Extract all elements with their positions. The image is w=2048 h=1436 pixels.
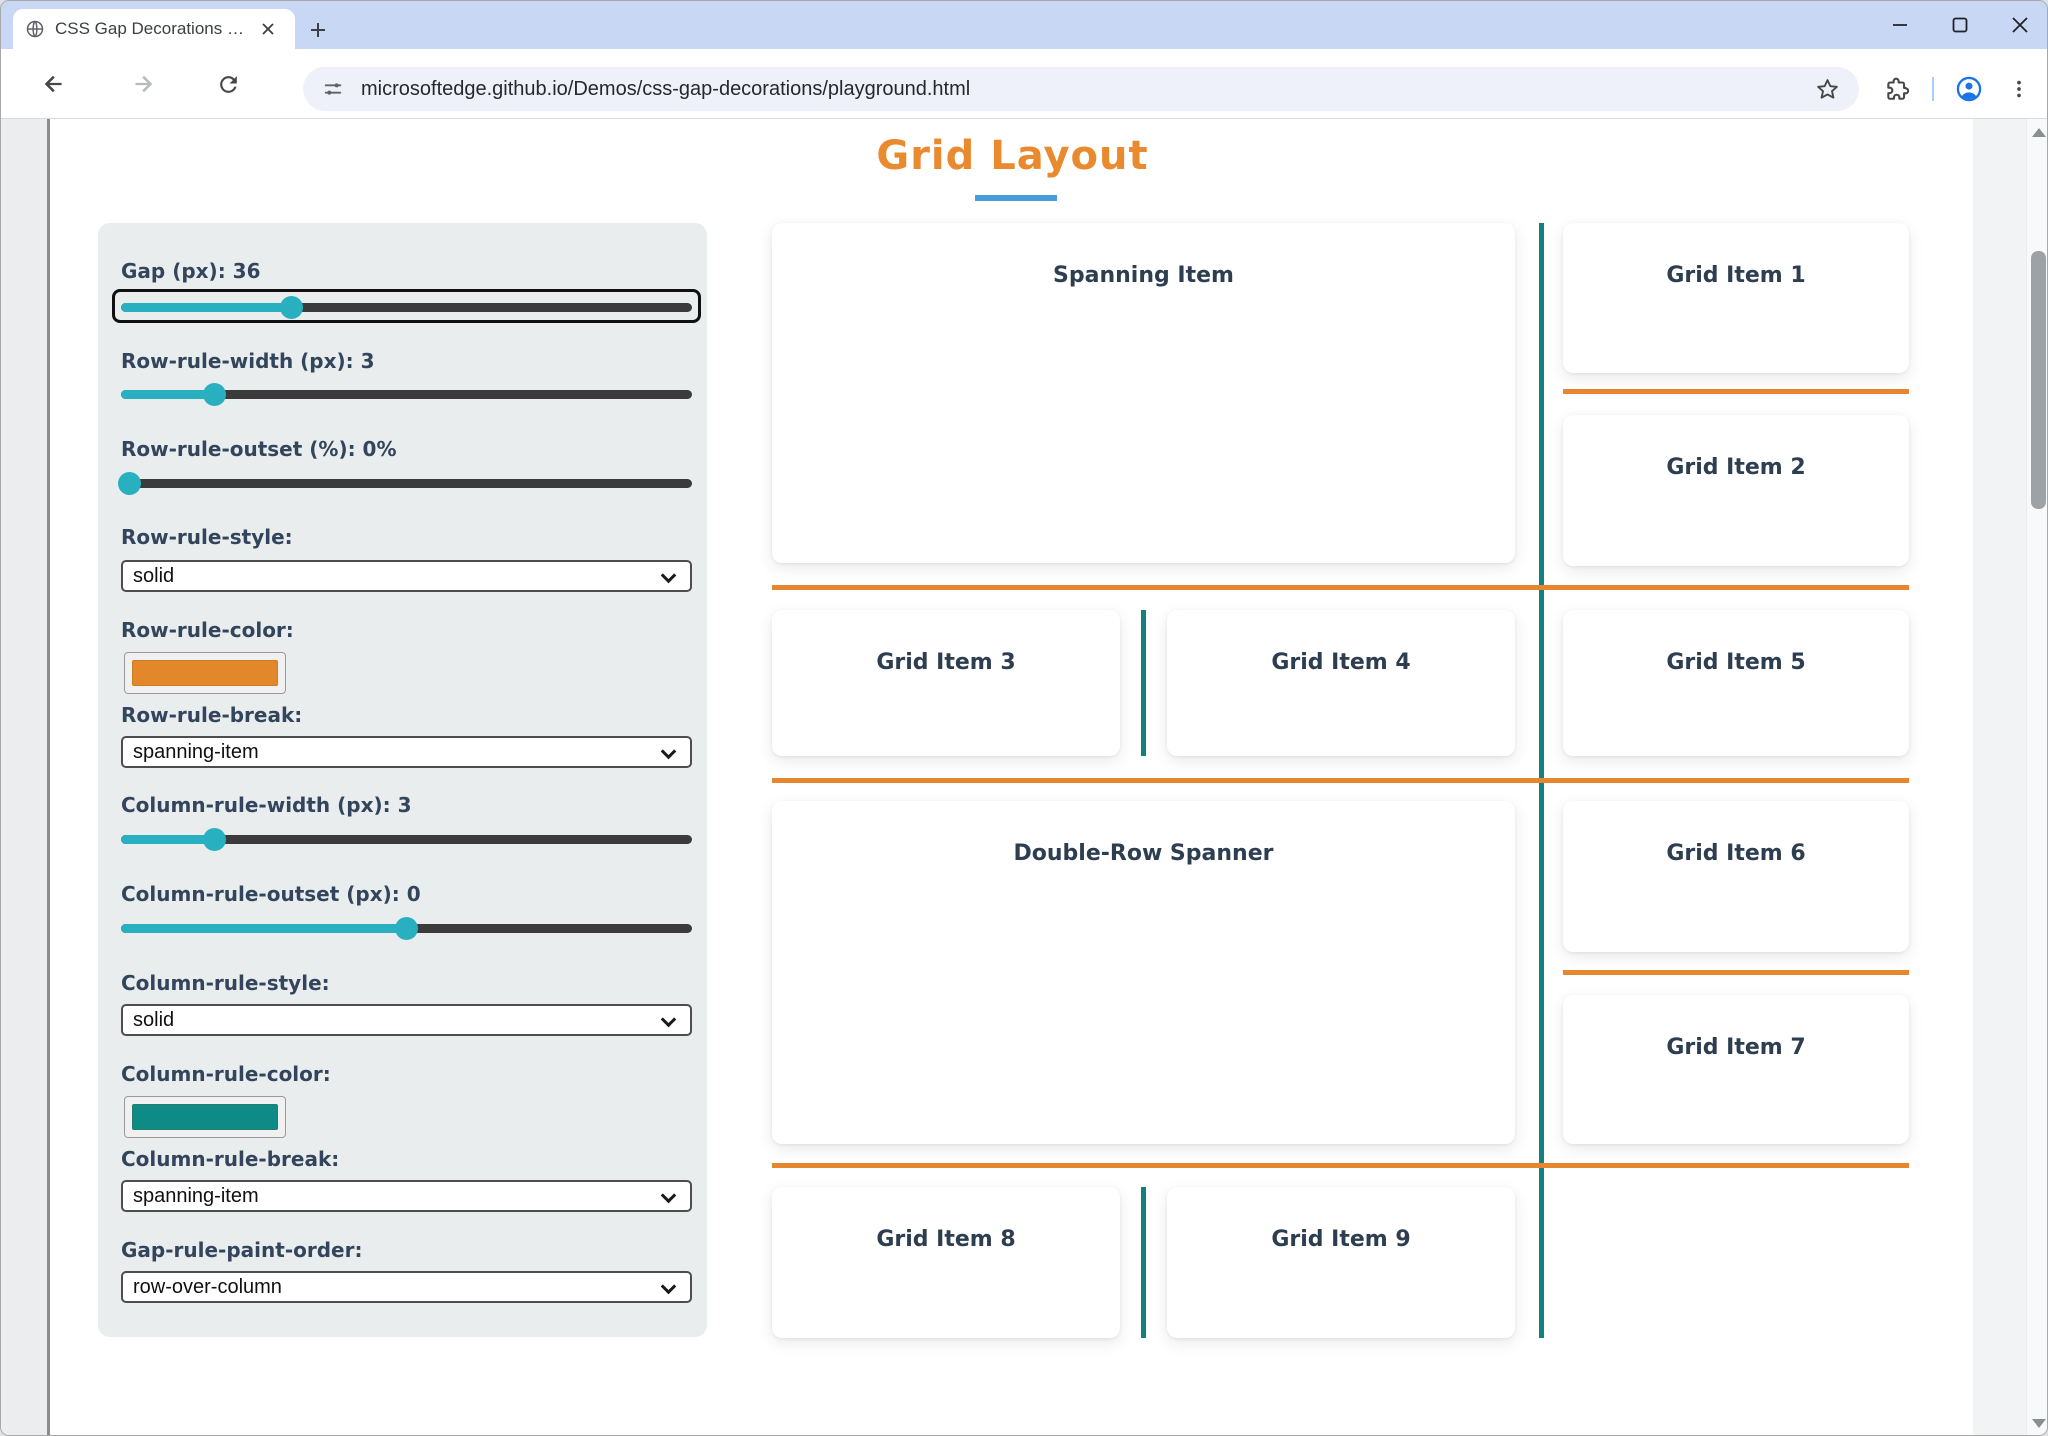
toolbar-separator [1932, 77, 1934, 101]
row-rule-color-label: Row-rule-color: [121, 618, 294, 642]
grid-card-item-5: Grid Item 5 [1563, 610, 1909, 756]
row-rule-color-swatch[interactable] [124, 652, 286, 694]
chevron-down-icon [660, 1011, 677, 1028]
address-bar[interactable]: microsoftedge.github.io/Demos/css-gap-de… [303, 67, 1859, 111]
column-rule-color-label: Column-rule-color: [121, 1062, 331, 1086]
window-minimize-button[interactable] [1885, 10, 1915, 40]
grid-card-spanning-item: Spanning Item [772, 223, 1515, 563]
grid-card-item-6: Grid Item 6 [1563, 801, 1909, 952]
row-rule-break-select[interactable]: spanning-item [121, 736, 692, 768]
bookmark-star-icon[interactable] [1809, 71, 1845, 107]
column-rule-outset-slider-thumb[interactable] [394, 917, 418, 940]
row-rule-style-label: Row-rule-style: [121, 525, 293, 549]
forward-button[interactable] [123, 64, 163, 104]
window-close-button[interactable] [2005, 10, 2035, 40]
tab-title: CSS Gap Decorations playground [55, 19, 251, 38]
column-rule-outset-slider[interactable] [121, 916, 692, 940]
gap-rule-paint-order-select[interactable]: row-over-column [121, 1271, 692, 1303]
vertical-scrollbar[interactable] [2026, 119, 2047, 1435]
column-rule-color-swatch[interactable] [124, 1096, 286, 1138]
column-rule-break-label: Column-rule-break: [121, 1147, 340, 1171]
controls-panel: Gap (px): 36 Row-rule-width (px): 3 Row-… [98, 223, 707, 1337]
row-rule [772, 585, 1909, 590]
row-rule [772, 778, 1909, 783]
column-rule-width-slider[interactable] [121, 827, 692, 851]
chevron-down-icon [660, 743, 677, 760]
grid-card-item-4: Grid Item 4 [1167, 610, 1515, 756]
globe-favicon-icon [25, 19, 45, 39]
column-rule-width-label: Column-rule-width (px): 3 [121, 793, 412, 817]
title-underline [975, 195, 1057, 201]
chevron-down-icon [660, 567, 677, 584]
left-gutter [1, 119, 47, 1435]
grid-card-item-9: Grid Item 9 [1167, 1187, 1515, 1338]
page-title: Grid Layout [876, 133, 1149, 179]
row-rule-width-slider[interactable] [121, 382, 692, 406]
extensions-puzzle-icon[interactable] [1879, 71, 1915, 107]
scrollbar-thumb[interactable] [2031, 251, 2046, 509]
site-info-icon[interactable] [319, 75, 347, 103]
panel-splitter[interactable] [47, 119, 50, 1435]
grid-card-item-7: Grid Item 7 [1563, 995, 1909, 1144]
gap-label: Gap (px): 36 [121, 259, 261, 283]
menu-dots-icon[interactable] [2001, 71, 2037, 107]
window-maximize-button[interactable] [1945, 10, 1975, 40]
row-rule-width-label: Row-rule-width (px): 3 [121, 349, 375, 373]
column-rule-break-select[interactable]: spanning-item [121, 1180, 692, 1212]
new-tab-button[interactable] [305, 17, 331, 43]
reload-button[interactable] [208, 64, 248, 104]
right-gutter [1973, 119, 2026, 1435]
column-rule [1141, 1187, 1146, 1338]
grid-card-item-8: Grid Item 8 [772, 1187, 1120, 1338]
row-rule [772, 1163, 1909, 1168]
row-rule-outset-label: Row-rule-outset (%): 0% [121, 437, 397, 461]
row-rule-width-slider-thumb[interactable] [203, 383, 227, 406]
scrollbar-up-arrow[interactable] [2032, 128, 2046, 137]
column-rule [1141, 610, 1146, 756]
chevron-down-icon [660, 1278, 677, 1295]
grid-card-item-1: Grid Item 1 [1563, 223, 1909, 373]
gap-rule-paint-order-label: Gap-rule-paint-order: [121, 1238, 363, 1262]
row-rule-outset-slider-thumb[interactable] [117, 472, 141, 495]
gap-slider[interactable] [121, 295, 692, 319]
grid-card-double-row-spanner: Double-Row Spanner [772, 801, 1515, 1144]
row-rule-outset-slider[interactable] [117, 471, 692, 495]
column-rule-width-slider-thumb[interactable] [203, 828, 227, 851]
column-rule-style-select[interactable]: solid [121, 1004, 692, 1036]
tab-close-icon[interactable] [257, 18, 279, 40]
url-text: microsoftedge.github.io/Demos/css-gap-de… [361, 77, 971, 100]
back-button[interactable] [34, 64, 74, 104]
grid-card-item-3: Grid Item 3 [772, 610, 1120, 756]
column-rule-style-label: Column-rule-style: [121, 971, 330, 995]
tab-strip: CSS Gap Decorations playground [1, 1, 2047, 49]
row-rule [1563, 970, 1909, 975]
page-content: Grid Layout Gap (px): 36 Row-rule-width … [1, 119, 2047, 1435]
column-rule-outset-label: Column-rule-outset (px): 0 [121, 882, 421, 906]
row-rule-break-label: Row-rule-break: [121, 703, 303, 727]
scrollbar-down-arrow[interactable] [2032, 1419, 2046, 1428]
row-rule-style-select[interactable]: solid [121, 560, 692, 592]
grid-card-item-2: Grid Item 2 [1563, 415, 1909, 566]
profile-avatar[interactable] [1951, 71, 1987, 107]
gap-slider-thumb[interactable] [280, 296, 304, 319]
chevron-down-icon [660, 1187, 677, 1204]
browser-tab[interactable]: CSS Gap Decorations playground [13, 9, 295, 49]
row-rule [1563, 389, 1909, 394]
